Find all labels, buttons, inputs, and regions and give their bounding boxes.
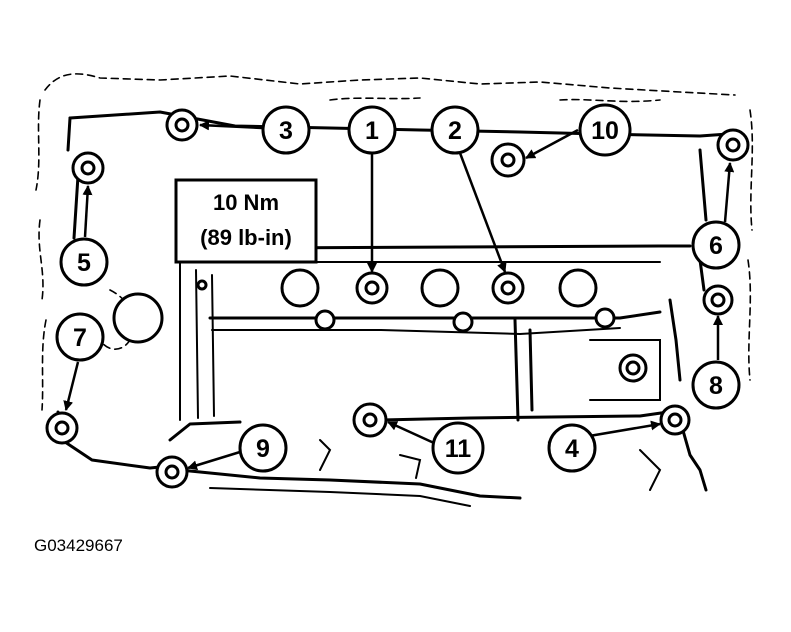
callout-1-label: 1 xyxy=(365,117,379,145)
torque-spec-lbin: (89 lb-in) xyxy=(200,225,292,250)
callout-4-label: 4 xyxy=(565,435,579,463)
callout-7: 7 xyxy=(55,312,105,362)
bolt-6 xyxy=(716,128,750,162)
callout-8-label: 8 xyxy=(709,372,723,400)
callout-5-label: 5 xyxy=(77,249,91,277)
bolt-5 xyxy=(71,151,105,185)
callout-11: 11 xyxy=(431,421,485,475)
cover-casting xyxy=(35,73,754,507)
callout-11-label: 11 xyxy=(445,435,472,463)
callout-7-label: 7 xyxy=(73,324,87,352)
callout-5: 5 xyxy=(59,237,109,287)
callout-10-label: 10 xyxy=(591,117,619,145)
callout-3: 3 xyxy=(261,105,311,155)
spark-plug-openings xyxy=(112,268,648,383)
bolt-heads xyxy=(45,108,750,489)
bolt-8 xyxy=(702,284,734,316)
callout-9: 9 xyxy=(238,423,288,473)
callout-3-label: 3 xyxy=(279,117,293,145)
callout-6-label: 6 xyxy=(709,232,723,260)
bolt-3 xyxy=(165,108,199,142)
callout-2-label: 2 xyxy=(448,117,462,145)
callout-1: 1 xyxy=(347,105,397,155)
callout-6: 6 xyxy=(691,220,741,270)
bolt-10 xyxy=(490,142,526,178)
bolt-7 xyxy=(45,411,79,445)
bolt-2 xyxy=(491,271,525,305)
torque-spec-box: 10 Nm (89 lb-in) xyxy=(174,178,318,264)
bolt-9 xyxy=(155,455,189,489)
torque-spec-nm: 10 Nm xyxy=(213,190,279,215)
bolt-11 xyxy=(352,402,388,438)
callout-8: 8 xyxy=(691,360,741,410)
bolt-4 xyxy=(659,404,691,436)
callout-4: 4 xyxy=(547,423,597,473)
callout-10: 10 xyxy=(578,103,632,157)
figure-id: G03429667 xyxy=(34,536,123,555)
callout-9-label: 9 xyxy=(256,435,270,463)
bolt-1 xyxy=(355,271,389,305)
callout-2: 2 xyxy=(430,105,480,155)
